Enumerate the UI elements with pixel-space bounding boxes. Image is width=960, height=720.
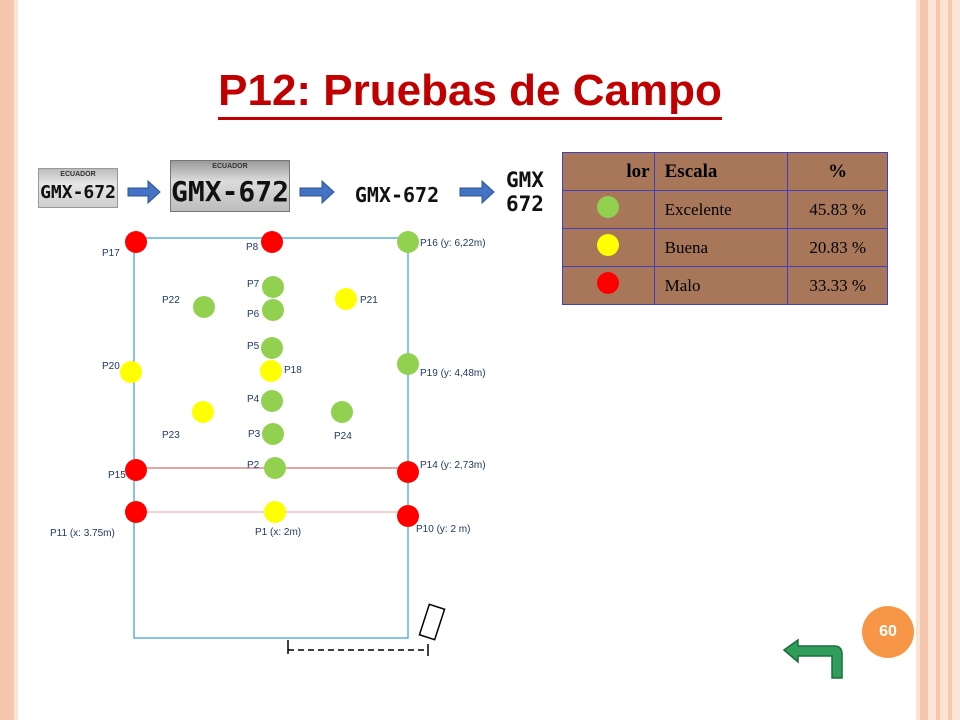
point-p5 bbox=[261, 337, 283, 359]
color-cell bbox=[562, 190, 655, 229]
left-border-inner bbox=[14, 0, 18, 720]
point-p15 bbox=[125, 459, 147, 481]
point-p11 bbox=[125, 501, 147, 523]
right-arrow-icon bbox=[127, 179, 161, 205]
point-p3 bbox=[262, 423, 284, 445]
point-p7 bbox=[262, 276, 284, 298]
point-label-p19: P19 (y: 4,48m) bbox=[420, 368, 486, 379]
point-p18 bbox=[260, 360, 282, 382]
right-arrow-icon bbox=[459, 179, 495, 205]
red-dot-icon bbox=[597, 272, 620, 294]
point-label-p3: P3 bbox=[248, 429, 261, 440]
point-label-p4: P4 bbox=[247, 394, 260, 405]
point-label-p6: P6 bbox=[247, 309, 260, 320]
point-label-p21: P21 bbox=[360, 295, 378, 306]
plate-grayscale-image: ECUADOR GMX-672 bbox=[170, 160, 290, 212]
point-label-p10: P10 (y: 2 m) bbox=[416, 524, 470, 535]
point-p21 bbox=[335, 288, 357, 310]
scale-cell: Excelente bbox=[653, 190, 789, 229]
page-number-badge: 60 bbox=[862, 606, 914, 658]
point-label-p7: P7 bbox=[247, 279, 260, 290]
point-p22 bbox=[193, 296, 215, 318]
header-color: lor bbox=[562, 152, 655, 191]
point-p1 bbox=[264, 501, 286, 523]
table-header-row: lor Escala % bbox=[562, 152, 888, 191]
point-label-p17: P17 bbox=[102, 248, 120, 259]
point-p6 bbox=[262, 299, 284, 321]
yellow-dot-icon bbox=[597, 234, 620, 256]
point-p4 bbox=[261, 390, 283, 412]
scale-cell: Malo bbox=[653, 266, 789, 305]
point-label-p5: P5 bbox=[247, 341, 260, 352]
right-arrow-icon bbox=[299, 179, 335, 205]
right-border bbox=[916, 0, 960, 720]
point-p24 bbox=[331, 401, 353, 423]
plate-original-image: ECUADOR GMX-672 bbox=[38, 168, 118, 208]
point-label-p18: P18 bbox=[284, 365, 302, 376]
point-label-p24: P24 bbox=[334, 431, 352, 442]
header-percent: % bbox=[787, 152, 888, 191]
scale-cell: Buena bbox=[653, 228, 789, 267]
return-arrow-icon[interactable] bbox=[780, 636, 850, 684]
point-p20 bbox=[120, 361, 142, 383]
left-border bbox=[0, 0, 14, 720]
green-dot-icon bbox=[597, 196, 620, 218]
point-p23 bbox=[192, 401, 214, 423]
table-row: Excelente 45.83 % bbox=[562, 190, 888, 229]
header-scale: Escala bbox=[653, 152, 789, 191]
percent-cell: 20.83 % bbox=[787, 228, 888, 267]
point-label-p22: P22 bbox=[162, 295, 180, 306]
point-label-p15: P15 bbox=[108, 470, 126, 481]
point-label-p23: P23 bbox=[162, 430, 180, 441]
table-row: Buena 20.83 % bbox=[562, 228, 888, 267]
results-table: lor Escala % Excelente 45.83 % Buena 20.… bbox=[562, 152, 888, 305]
point-p16 bbox=[397, 231, 419, 253]
point-label-p20: P20 bbox=[102, 361, 120, 372]
point-label-p16: P16 (y: 6,22m) bbox=[420, 238, 486, 249]
color-cell bbox=[562, 228, 655, 267]
point-p8 bbox=[261, 231, 283, 253]
point-label-p1: P1 (x: 2m) bbox=[255, 527, 301, 538]
point-label-p8: P8 bbox=[246, 242, 259, 253]
percent-cell: 33.33 % bbox=[787, 266, 888, 305]
percent-cell: 45.83 % bbox=[787, 190, 888, 229]
plate-binarized-image: GMX-672 bbox=[352, 166, 442, 210]
table-row: Malo 33.33 % bbox=[562, 266, 888, 305]
point-label-p11: P11 (x: 3.75m) bbox=[50, 528, 115, 539]
point-p19 bbox=[397, 353, 419, 375]
camera-icon bbox=[418, 603, 446, 641]
point-p10 bbox=[397, 505, 419, 527]
point-p2 bbox=[264, 457, 286, 479]
point-label-p2: P2 bbox=[247, 460, 260, 471]
point-p14 bbox=[397, 461, 419, 483]
point-label-p14: P14 (y: 2,73m) bbox=[420, 460, 486, 471]
slide-title: P12: Pruebas de Campo bbox=[0, 66, 940, 120]
point-p17 bbox=[125, 231, 147, 253]
color-cell bbox=[562, 266, 655, 305]
